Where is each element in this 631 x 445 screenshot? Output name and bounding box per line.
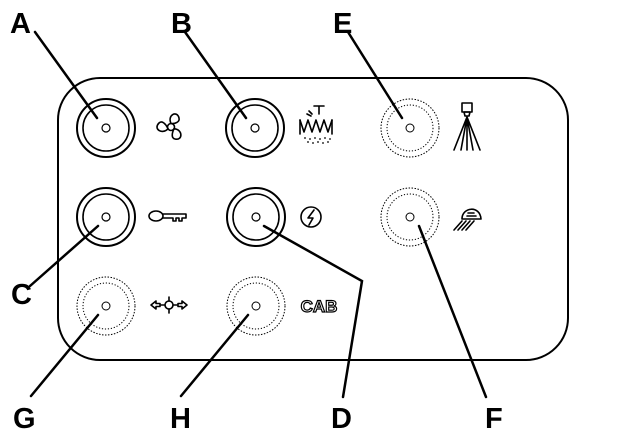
hammer-field-icon: [299, 105, 333, 144]
hazard-position-button[interactable]: [76, 276, 136, 336]
callout-f: F: [485, 403, 503, 435]
leader-line-c: [28, 224, 100, 288]
callout-b: B: [171, 8, 192, 40]
fan-button[interactable]: [76, 98, 136, 158]
callout-h: H: [170, 403, 191, 435]
callout-g: G: [13, 403, 36, 435]
leader-line-e: [346, 30, 404, 120]
work-light-icon: [453, 208, 482, 231]
leader-line-a: [33, 30, 99, 120]
power-button[interactable]: [226, 187, 286, 247]
callout-d: D: [331, 403, 352, 435]
leader-line-d: [262, 224, 364, 399]
key-icon: [148, 210, 187, 222]
callout-c: C: [11, 279, 32, 311]
fan-icon: [156, 113, 182, 140]
leader-line-g: [29, 313, 100, 398]
leader-line-b: [183, 30, 248, 120]
callout-a: A: [10, 8, 31, 40]
callout-e: E: [333, 8, 352, 40]
cab-button[interactable]: [226, 276, 286, 336]
hammer-field-button[interactable]: [225, 98, 285, 158]
leader-line-f: [417, 224, 488, 399]
leader-line-h: [179, 313, 250, 398]
sprayer-icon: [453, 102, 481, 151]
hazard-arrows-icon: [150, 296, 188, 314]
power-bolt-icon: [300, 206, 322, 228]
work-light-button[interactable]: [380, 187, 440, 247]
sprayer-button[interactable]: [380, 98, 440, 158]
cab-label: CAB: [301, 297, 338, 316]
